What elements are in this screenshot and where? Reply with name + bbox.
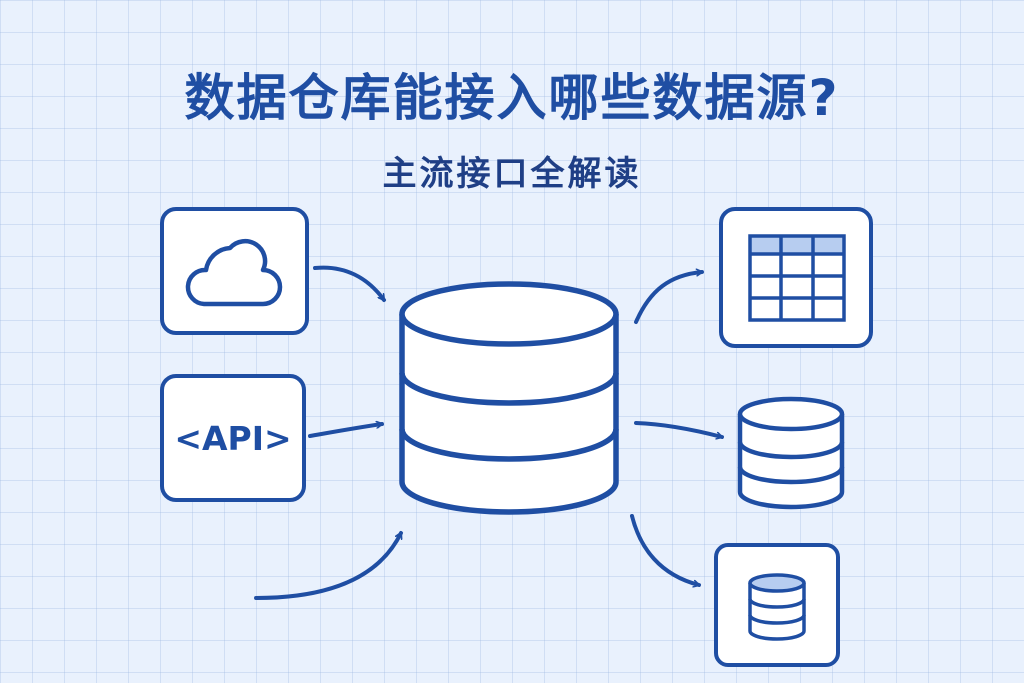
arrow-cloud-to-hub bbox=[313, 265, 386, 302]
arrow-api-to-hub bbox=[308, 424, 384, 438]
data-warehouse-hub bbox=[399, 281, 619, 515]
arrow-external-to-hub bbox=[254, 531, 403, 600]
table-icon bbox=[748, 234, 846, 322]
database-icon bbox=[748, 573, 806, 641]
arrow-hub-to-database bbox=[634, 421, 724, 437]
page-subtitle: 主流接口全解读 bbox=[382, 154, 642, 194]
api-icon: <API> bbox=[174, 419, 291, 458]
database-icon bbox=[737, 396, 845, 510]
arrow-hub-to-db-box bbox=[630, 514, 701, 585]
database-target-box bbox=[714, 543, 840, 667]
arrow-hub-to-table bbox=[634, 272, 704, 324]
page-title: 数据仓库能接入哪些数据源? bbox=[184, 69, 840, 127]
table-target-box bbox=[719, 207, 873, 348]
cloud-icon bbox=[185, 238, 283, 307]
cloud-source-box bbox=[160, 207, 309, 335]
api-source-box: <API> bbox=[160, 374, 306, 502]
